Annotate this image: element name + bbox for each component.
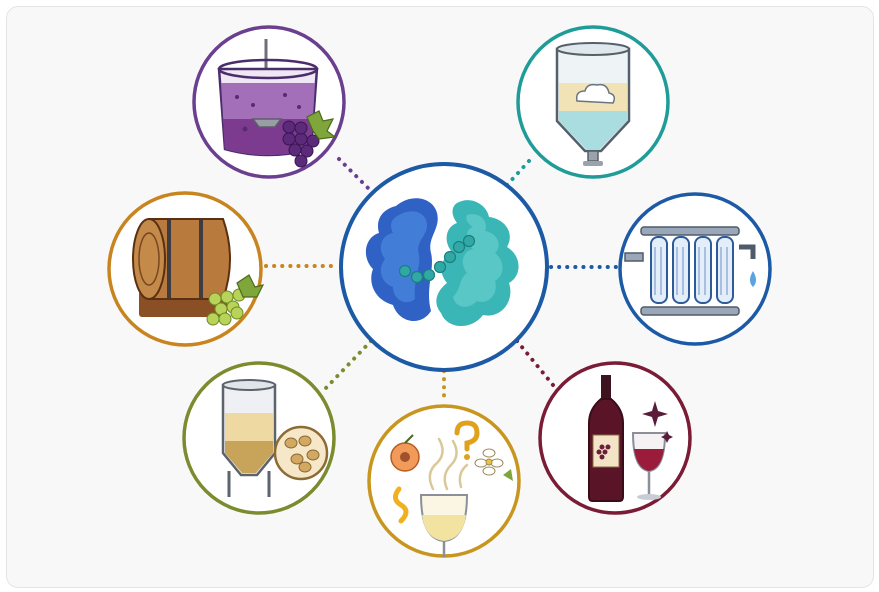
connector-red-wine <box>515 339 555 387</box>
node-red-wine-finishing <box>538 361 692 515</box>
protein-enzyme-icon <box>365 198 519 327</box>
grape-maceration-tank-icon <box>217 39 337 168</box>
oak-barrel-icon <box>132 218 265 326</box>
node-aroma-release <box>367 404 521 558</box>
node-maceration <box>192 25 346 179</box>
lees-fermenter-icon <box>221 379 329 497</box>
clarification-tank-icon <box>555 42 631 166</box>
node-lees-fermentation <box>182 361 336 515</box>
flower-icon <box>474 448 504 476</box>
grape-cluster <box>282 120 320 168</box>
red-wine-bottle-icon <box>588 375 673 502</box>
connector-clarification <box>505 159 531 187</box>
filtration-system-icon <box>624 226 756 316</box>
enzyme-winemaking-diagram <box>107 25 772 558</box>
peptide-chain <box>398 234 476 284</box>
sparkle-icon <box>642 401 668 427</box>
center-node <box>339 162 549 372</box>
peach-icon <box>390 434 420 472</box>
connector-maceration <box>337 157 371 191</box>
connector-lees <box>323 339 373 391</box>
aroma-glass-icon <box>390 420 513 557</box>
node-clarification <box>516 25 670 179</box>
diagram-canvas <box>6 6 874 588</box>
node-filtration <box>618 192 772 346</box>
node-barrel-aging <box>107 191 265 347</box>
connectors <box>264 157 618 405</box>
